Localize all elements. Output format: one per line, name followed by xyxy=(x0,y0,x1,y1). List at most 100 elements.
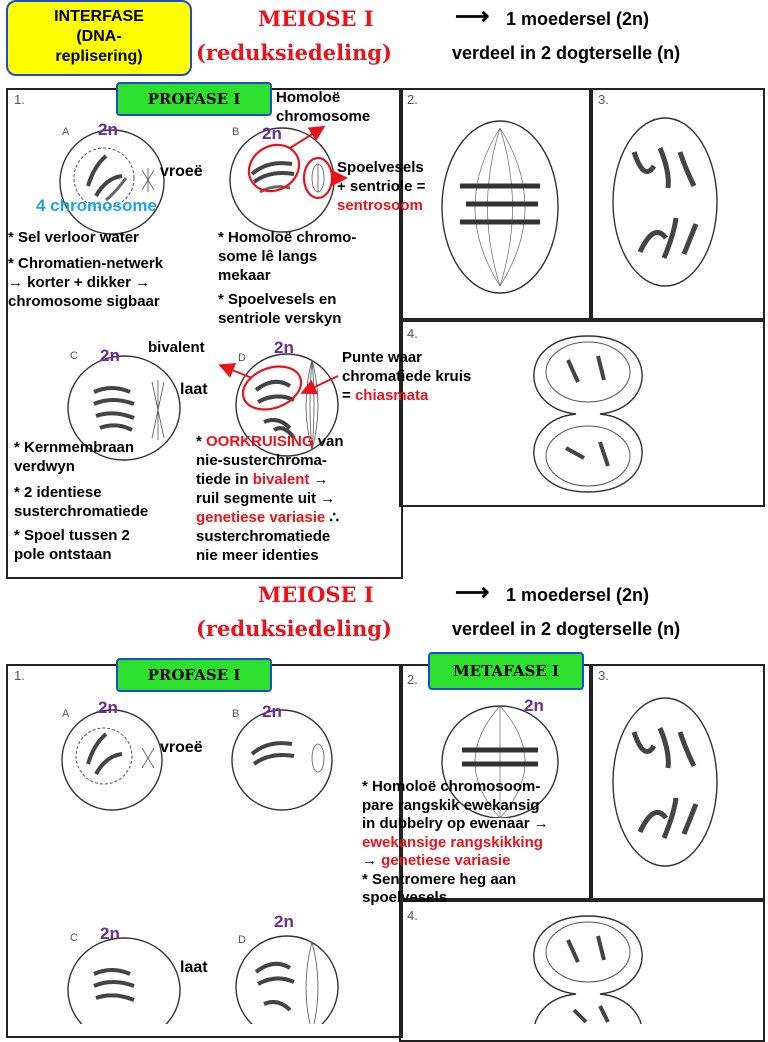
note-b-2: some lê langs xyxy=(218,248,318,265)
header-arrow-2: ⟶ xyxy=(455,579,490,606)
chiasma-line2: chromatiede kruis xyxy=(342,368,472,385)
metaphase-cell-top xyxy=(441,120,559,294)
top-panel-2 xyxy=(399,88,593,322)
header-title-2: MEIOSE I xyxy=(258,582,374,607)
metafase-tag: METAFASE I xyxy=(428,652,584,690)
bottom-panel-3 xyxy=(589,664,765,902)
cell-number-2-bottom: 2. xyxy=(407,672,418,687)
note-d-3: tiede in bivalent → xyxy=(196,470,344,489)
spindle-line3: sentrosoom xyxy=(337,197,423,214)
note-d-5-post: ∴ xyxy=(329,509,339,526)
top-panel-3 xyxy=(589,88,765,322)
notes-d: * OORKRUISING van nie-susterchroma- tied… xyxy=(196,432,344,565)
note-d-2: nie-susterchroma- xyxy=(196,452,327,469)
ploidy-label-b: 2n xyxy=(262,124,282,143)
ploidy-label-a-bottom: 2n xyxy=(98,698,118,717)
header-subtitle: (reduksiedeling) xyxy=(196,40,392,65)
note-b-5: sentriole verskyn xyxy=(218,310,342,327)
ploidy-label-d-bottom: 2n xyxy=(274,912,294,931)
chiasma-eq: = xyxy=(342,387,351,404)
cell-d-drawing-bottom xyxy=(235,935,339,1024)
note-c-3: * 2 identiese xyxy=(14,484,102,501)
cell-letter-b-bottom: B xyxy=(232,708,240,720)
four-chromosome-label: 4 chromosome xyxy=(36,196,157,215)
bivalent-label: bivalent xyxy=(148,339,205,356)
cell-number-2: 2. xyxy=(407,92,418,107)
chiasma-line3: = chiasmata xyxy=(342,386,471,405)
notes-b: * Homoloë chromo- some lê langs mekaar *… xyxy=(218,228,356,328)
ploidy-label-b-bottom: 2n xyxy=(262,702,282,721)
cell-letter-a: A xyxy=(62,126,70,138)
meta-line4: ewekansige rangskikking xyxy=(362,833,543,851)
note-d-7: nie meer identies xyxy=(196,547,319,564)
top-panel-4 xyxy=(399,318,765,507)
telophase-cell-bottom xyxy=(533,915,643,1024)
metaphase-notes: * Homoloë chromosoom- pare rangskik ewek… xyxy=(362,778,549,908)
meta-line6: * Sentromere heg aan xyxy=(362,870,517,888)
meta-line5-arrow: → xyxy=(362,852,377,869)
profase-tag-bottom: PROFASE I xyxy=(116,658,272,692)
note-d-1-post: van xyxy=(317,433,344,450)
ploidy-label-c-bottom: 2n xyxy=(100,924,120,943)
red-annotations-top xyxy=(218,125,348,411)
ploidy-label-meta: 2n xyxy=(524,696,544,715)
note-c-1: * Kernmembraan xyxy=(14,439,135,456)
ploidy-label-d: 2n xyxy=(274,338,294,357)
note-d-3-pre: tiede in xyxy=(196,471,249,488)
telophase-cell-top xyxy=(533,335,643,493)
spindle-note: Spoelvesels + sentriole = sentrosoom xyxy=(337,158,425,215)
cell-letter-d-bottom: D xyxy=(238,934,246,946)
cell-letter-a-bottom: A xyxy=(62,708,70,720)
interphase-box: INTERFASE (DNA- replisering) xyxy=(6,0,192,76)
cell-number-4-bottom: 4. xyxy=(407,908,418,923)
meta-line5-red: genetiese variasie xyxy=(381,852,511,869)
cell-number-1-bottom: 1. xyxy=(14,668,25,683)
note-d-5: genetiese variasie ∴ xyxy=(196,508,344,527)
header-title: MEIOSE I xyxy=(258,6,374,31)
note-b-3: mekaar xyxy=(218,267,271,284)
note-d-4: ruil segmente uit → xyxy=(196,490,336,507)
notes-a: * Sel verloor water * Chromatien-netwerk… xyxy=(8,228,163,311)
cell-number-1: 1. xyxy=(14,92,25,107)
cell-number-3-bottom: 3. xyxy=(598,668,609,683)
interphase-line1: INTERFASE xyxy=(54,8,144,25)
header-line2-2: verdeel in 2 dogterselle (n) xyxy=(452,619,681,639)
profase-tag-top: PROFASE I xyxy=(116,82,272,116)
note-d-3-red: bivalent xyxy=(252,471,310,488)
header-line2: verdeel in 2 dogterselle (n) xyxy=(452,43,681,63)
note-d-3-post: → xyxy=(313,471,329,488)
note-c-4: susterchromatiede xyxy=(14,503,149,520)
note-c-2: verdwyn xyxy=(14,458,75,475)
note-d-6: susterchromatiede xyxy=(196,528,331,545)
anaphase-cell-bottom xyxy=(612,697,718,867)
cell-b-drawing-bottom xyxy=(231,709,333,811)
late-label-bottom: laat xyxy=(180,959,208,976)
note-a-1: * Sel verloor water xyxy=(8,229,139,246)
meta-line2: pare rangskik ewekansig xyxy=(362,796,540,814)
note-d-1-pre: * xyxy=(196,433,202,450)
cell-number-3: 3. xyxy=(598,92,609,107)
ploidy-label-a: 2n xyxy=(98,120,118,139)
chiasma-line1: Punte waar xyxy=(342,349,423,366)
cell-letter-c: C xyxy=(70,350,78,362)
header-subtitle-2: (reduksiedeling) xyxy=(196,616,392,641)
note-d-5-red: genetiese variasie xyxy=(196,509,326,526)
early-label-bottom: vroeë xyxy=(160,739,203,756)
header-line1: 1 moedersel (2n) xyxy=(506,9,650,29)
meta-line3: in dubbelry op ewenaar → xyxy=(362,815,549,832)
metaphase-cell-bottom xyxy=(441,705,559,818)
chiasma-term: chiasmata xyxy=(354,387,429,404)
cell-a-drawing xyxy=(59,129,165,235)
cell-number-4: 4. xyxy=(407,326,418,341)
cell-letter-d: D xyxy=(238,352,246,364)
note-a-3: → korter + dikker → xyxy=(8,274,151,291)
note-d-1-red: OORKRUISING xyxy=(206,433,314,450)
spindle-line1: Spoelvesels xyxy=(337,159,424,176)
cell-letter-c-bottom: C xyxy=(70,932,78,944)
meta-line7: spoelvesels xyxy=(362,889,448,906)
cell-c-drawing-bottom xyxy=(67,937,181,1024)
note-c-6: pole ontstaan xyxy=(14,546,112,563)
notes-c: * Kernmembraan verdwyn * 2 identiese sus… xyxy=(14,438,148,564)
interphase-line2: (DNA- xyxy=(76,28,122,45)
ploidy-label-c: 2n xyxy=(100,346,120,365)
